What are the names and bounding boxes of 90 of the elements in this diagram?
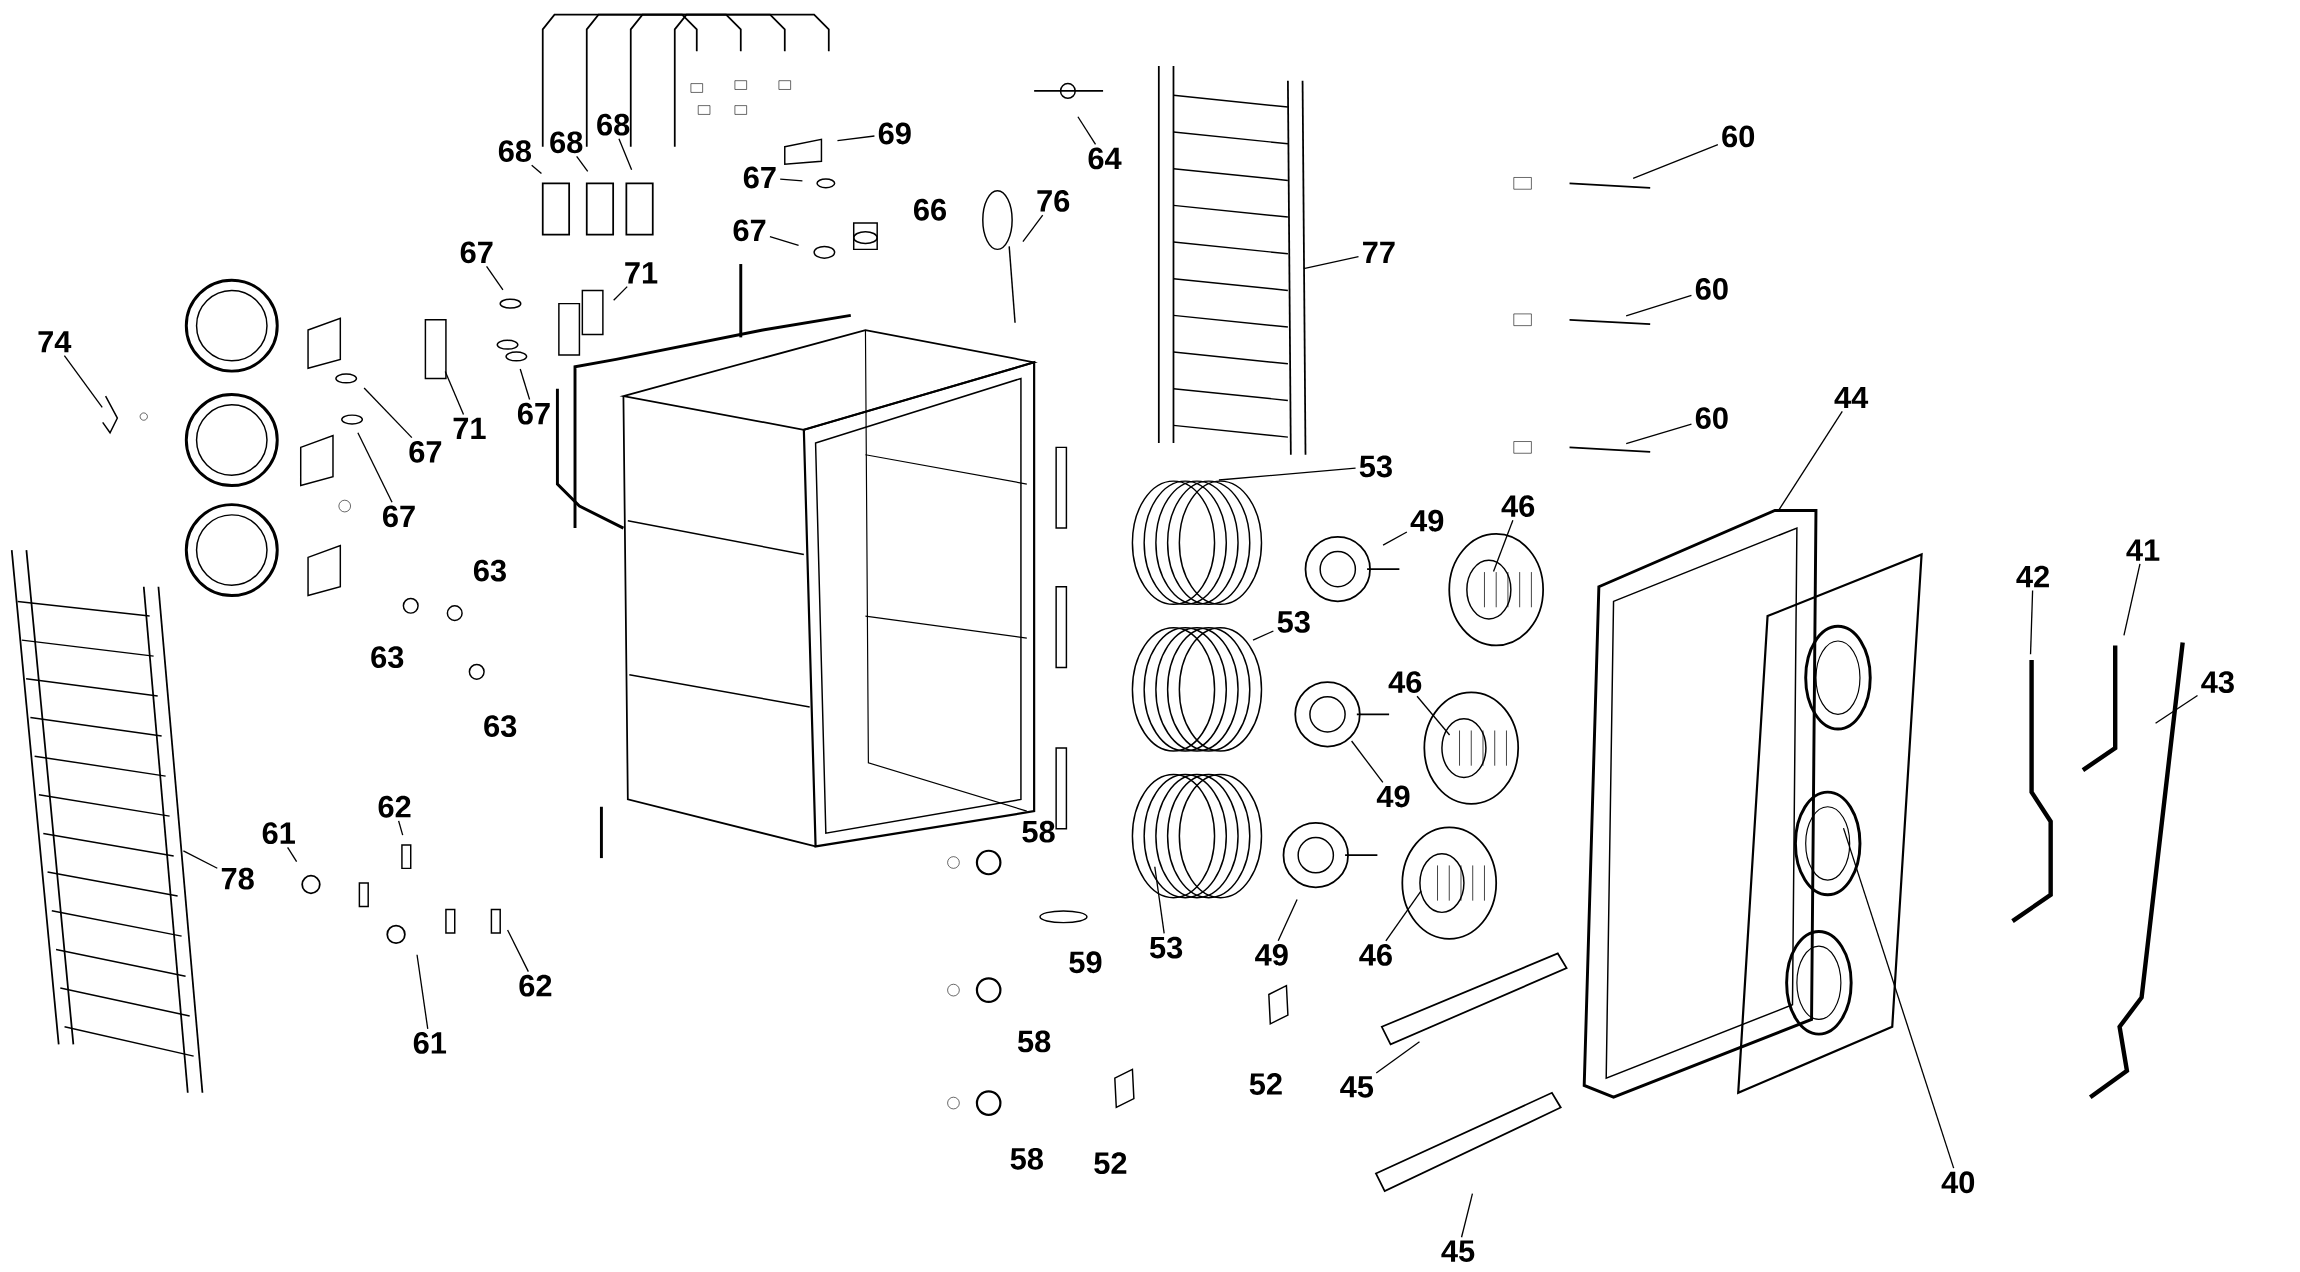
leader-line (444, 371, 465, 416)
callout-number: 46 (1359, 944, 1392, 966)
callout-number: 63 (371, 646, 404, 669)
callout-number: 40 (1941, 1171, 1975, 1194)
leader-line (357, 432, 393, 503)
callout-number: 67 (517, 402, 550, 425)
leader-line (1218, 467, 1357, 481)
leader-line (1077, 116, 1097, 146)
callout-number: 67 (743, 166, 776, 189)
leader-line (1416, 695, 1451, 736)
leader-line (1303, 256, 1360, 270)
leader-line (1625, 423, 1693, 445)
callout-number: 64 (1088, 147, 1122, 170)
callout-number: 45 (1340, 1076, 1374, 1098)
callout-number: 58 (1017, 1030, 1051, 1053)
callout-number: 60 (1695, 407, 1728, 430)
callout-number: 45 (1441, 1240, 1475, 1263)
callout-number: 59 (1069, 951, 1102, 974)
callout-number: 67 (733, 219, 766, 242)
callout-number: 43 (2201, 671, 2234, 694)
leader-line (1625, 294, 1693, 317)
leader-line (1842, 827, 1955, 1169)
leader-line (2123, 563, 2141, 637)
callout-number: 71 (453, 417, 486, 440)
callout-number: 76 (1037, 190, 1070, 212)
leader-line (531, 164, 543, 175)
leader-line (1778, 410, 1843, 511)
leader-line (613, 286, 628, 301)
callout-number: 66 (914, 199, 946, 221)
leader-line (506, 929, 529, 973)
callout-number: 61 (413, 1032, 447, 1054)
callout-number: 67 (383, 505, 415, 528)
callout-number: 60 (1695, 278, 1728, 300)
callout-number: 46 (1388, 671, 1422, 694)
callout-number: 68 (597, 113, 630, 136)
callout-number: 58 (1010, 1148, 1043, 1170)
leader-line (286, 846, 298, 863)
callout-number: 52 (1094, 1152, 1127, 1175)
callout-number: 52 (1249, 1073, 1282, 1095)
callout-number: 68 (498, 140, 532, 163)
callout-number: 61 (262, 822, 295, 845)
leader-line (182, 850, 218, 869)
callout-number: 62 (519, 974, 552, 997)
leader-line (1382, 531, 1408, 546)
leader-line (1385, 890, 1422, 942)
leader-line (397, 820, 404, 836)
callout-number: 53 (1277, 611, 1310, 633)
callout-number: 60 (1722, 125, 1755, 148)
callout-number: 49 (1255, 944, 1288, 966)
leader-line (1252, 630, 1275, 641)
leader-line (1492, 519, 1514, 573)
callout-number: 41 (2126, 539, 2160, 561)
callout-number: 53 (1359, 455, 1392, 478)
leader-line (2154, 695, 2199, 724)
callout-number: 44 (1834, 387, 1869, 409)
leader-line (416, 954, 429, 1030)
leader-line (836, 135, 876, 142)
leader-line (576, 155, 589, 173)
callout-number: 62 (378, 796, 411, 818)
leader-line (1154, 866, 1165, 935)
callout-number: 68 (550, 131, 583, 154)
leader-line (779, 178, 804, 182)
callout-number: 77 (1363, 241, 1395, 263)
leader-line (769, 236, 800, 247)
callout-number: 67 (409, 441, 442, 463)
leader-line (363, 387, 413, 439)
callout-number: 67 (460, 241, 493, 264)
callout-number: 49 (1376, 785, 1410, 808)
leader-line (1632, 144, 1719, 180)
leader-line (618, 138, 633, 171)
callout-number: 71 (625, 262, 658, 284)
callout-number: 63 (473, 559, 506, 582)
leader-line (1375, 1041, 1421, 1074)
leader-line (1350, 740, 1384, 784)
leader-line (1277, 898, 1298, 942)
leader-line (1460, 1193, 1474, 1239)
leader-line (63, 355, 103, 409)
callout-number: 49 (1410, 509, 1444, 532)
callout-number: 53 (1149, 936, 1183, 959)
callout-number: 69 (878, 122, 911, 145)
leader-line (1022, 214, 1044, 243)
leader-line (2029, 589, 2034, 655)
leader-line (485, 265, 504, 291)
callout-number: 46 (1501, 495, 1535, 518)
callout-number: 78 (221, 867, 254, 890)
callout-number: 63 (484, 715, 517, 738)
callout-number: 58 (1022, 820, 1055, 843)
leader-line (519, 368, 531, 401)
callout-number: 42 (2016, 565, 2049, 588)
callout-number: 74 (38, 331, 72, 353)
